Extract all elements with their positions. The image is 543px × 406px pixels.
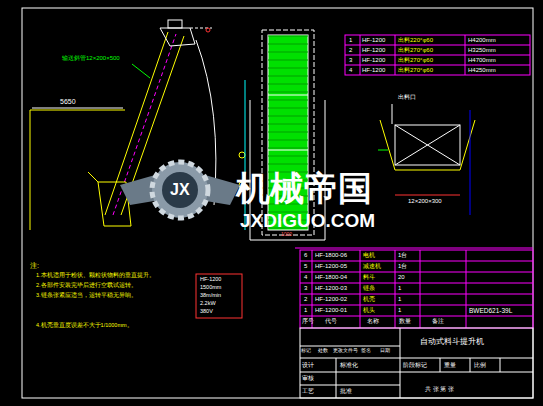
drawing-label: 数量 <box>399 318 411 325</box>
drawing-label: 1 <box>304 307 307 314</box>
drawing-label: 出料220°φ60 <box>398 37 433 44</box>
drawing-label: 工艺 <box>302 388 314 395</box>
drawing-label: 38m/min <box>200 292 221 298</box>
drawing-label: 代号 <box>325 318 337 325</box>
drawing-label: 5 <box>304 263 307 270</box>
drawing-label: 机头 <box>363 307 375 314</box>
drawing-label: HF-1200 <box>362 67 385 74</box>
drawing-label: 签名 <box>361 349 371 354</box>
drawing-label: 注: <box>30 262 39 270</box>
discharge-detail <box>378 104 475 215</box>
drawing-label: HF-1200-05 <box>315 263 347 270</box>
drawing-label: 出料口 <box>398 94 416 101</box>
drawing-label: 6 <box>304 252 307 259</box>
drawing-label: 2.2kW <box>200 300 216 306</box>
drawing-label: 更改文件号 <box>333 349 358 354</box>
drawing-label: 电机 <box>363 252 375 259</box>
spec-table-grid <box>345 35 530 75</box>
drawing-label: 标记 <box>301 349 311 354</box>
drawing-label: 3 <box>349 57 352 64</box>
drawing-label: HF-1200 <box>362 47 385 54</box>
title-block-grid <box>300 328 533 398</box>
drawing-label: 审核 <box>302 375 314 382</box>
drawing-label: 批准 <box>340 388 352 395</box>
drawing-label: H4700mm <box>468 57 496 64</box>
drawing-label: 1台 <box>398 252 407 259</box>
drawing-label: 料斗 <box>363 274 375 281</box>
drawing-label: 20 <box>398 274 405 281</box>
drawing-label: 1500mm <box>200 284 221 290</box>
drawing-label: HF-1200 <box>362 57 385 64</box>
drawing-label: 自动式料斗提升机 <box>420 338 484 347</box>
drawing-label: HF-1200-03 <box>315 285 347 292</box>
drawing-label: 1 <box>349 37 352 44</box>
drawing-label: 1 <box>398 296 401 303</box>
drawing-label: 输送斜管12×200×500 <box>62 55 120 62</box>
drawing-label: 日期 <box>380 349 390 354</box>
drawing-label: 共 张 第 张 <box>425 386 454 393</box>
drawing-label: 序号 <box>302 318 314 325</box>
drawing-label: 4 <box>304 274 307 281</box>
drawing-label: 减速机 <box>363 263 381 270</box>
drawing-label: 4 <box>349 67 352 74</box>
drawing-label: 3.链条张紧应适当，运转平稳无异响。 <box>36 292 137 298</box>
drawing-label: HF-1800-06 <box>315 252 347 259</box>
drawing-label: 1 <box>398 285 401 292</box>
drawing-label: 2 <box>349 47 352 54</box>
drawing-label: 2.各部件安装完毕后进行空载试运转。 <box>36 282 137 288</box>
vertical-elevator-column <box>239 30 325 240</box>
drawing-label: 出料270°φ60 <box>398 47 433 54</box>
drawing-label: 标准化 <box>340 362 358 369</box>
drawing-label: 处数 <box>318 349 328 354</box>
drawing-label: 1台 <box>398 263 407 270</box>
drawing-label: H3250mm <box>468 47 496 54</box>
drawing-label: H4250mm <box>468 67 496 74</box>
drawing-label: H4200mm <box>468 37 496 44</box>
drawing-label: 12×200×300 <box>408 198 442 205</box>
drawing-label: 1000 <box>281 232 292 238</box>
drawing-label: HF-1200 <box>200 276 221 282</box>
notes-param-table <box>196 274 242 318</box>
drawing-label: 名称 <box>367 318 379 325</box>
drawing-label: 机械帝国 <box>236 170 372 207</box>
watermark-logo <box>120 162 240 218</box>
drawing-label: 备注 <box>432 318 444 325</box>
drawing-label: 重量 <box>444 362 456 369</box>
drawing-label: 阶段标记 <box>403 362 427 369</box>
drawing-label: HF-1200-01 <box>315 307 347 314</box>
drawing-label: 出料270°φ60 <box>398 67 433 74</box>
drawing-label: 设计 <box>302 362 314 369</box>
inclined-elevator <box>30 20 216 230</box>
drawing-label: 1.本机适用于粉状、颗粒状物料的垂直提升。 <box>36 272 155 278</box>
sheet-frame <box>22 8 533 398</box>
drawing-label: 2 <box>304 296 307 303</box>
drawing-label: 4.机壳垂直度误差不大于1/1000mm。 <box>36 322 133 328</box>
drawing-label: 3 <box>304 285 307 292</box>
drawing-label: 5650 <box>60 98 76 106</box>
drawing-label: JX <box>170 181 190 199</box>
drawing-label: 1 <box>398 307 401 314</box>
drawing-label: 机壳 <box>363 296 375 303</box>
drawing-label: HF-1800-04 <box>315 274 347 281</box>
drawing-label: HF-1200-02 <box>315 296 347 303</box>
drawing-label: 380V <box>200 308 213 314</box>
drawing-label: BWED621-39L <box>469 307 512 314</box>
drawing-label: 比例 <box>474 362 486 369</box>
drawing-label: 出料270°φ60 <box>398 57 433 64</box>
drawing-label: HF-1200 <box>362 37 385 44</box>
drawing-label: 链条 <box>363 285 375 292</box>
parts-list-grid <box>295 248 533 328</box>
drawing-label: JXDIGUO.COM <box>240 211 375 232</box>
